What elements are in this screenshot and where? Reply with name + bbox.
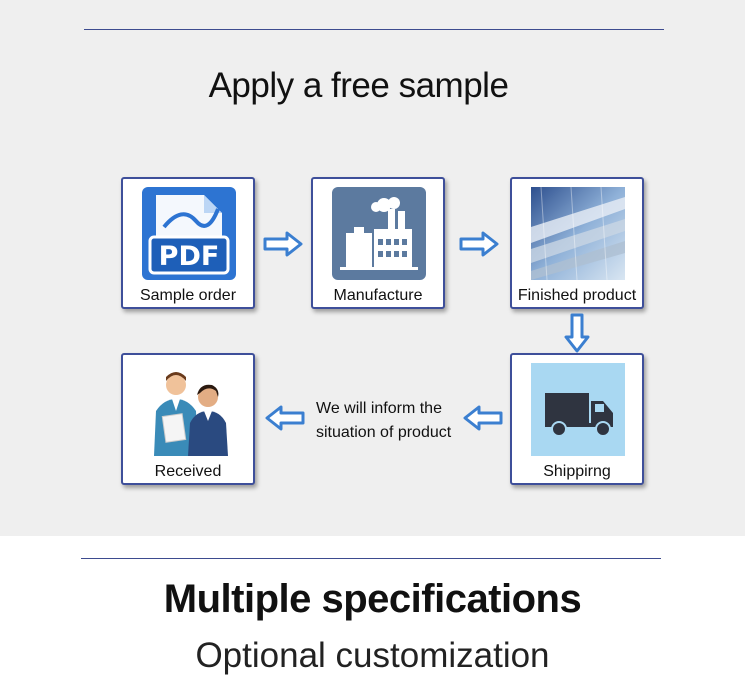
pdf-icon: PDF: [142, 187, 236, 280]
step-manufacture: Manufacture: [311, 177, 445, 309]
arrow-left-icon: [265, 405, 305, 431]
note-line: We will inform the: [316, 397, 451, 421]
factory-icon: [332, 187, 426, 280]
product-photo: [531, 187, 625, 280]
arrow-left-icon: [463, 405, 503, 431]
arrow-right-icon: [263, 231, 303, 257]
people-icon: [142, 363, 236, 456]
step-label: Manufacture: [313, 287, 443, 305]
truck-icon: [531, 363, 625, 456]
note-line: situation of product: [316, 421, 451, 445]
top-divider: [84, 29, 664, 30]
step-shipping: Shippirng: [510, 353, 644, 485]
page-title: Apply a free sample: [0, 66, 717, 106]
step-label: Sample order: [123, 287, 253, 305]
arrow-down-icon: [564, 313, 590, 353]
section-subheading: Optional customization: [0, 636, 745, 676]
step-finished-product: Finished product: [510, 177, 644, 309]
pdf-text: PDF: [142, 241, 236, 272]
step-received: Received: [121, 353, 255, 485]
arrow-right-icon: [459, 231, 499, 257]
step-sample-order: PDF Sample order: [121, 177, 255, 309]
step-label: Received: [123, 463, 253, 481]
bottom-divider: [81, 558, 661, 559]
section-heading: Multiple specifications: [0, 577, 745, 622]
status-note: We will inform the situation of product: [316, 397, 451, 445]
step-label: Shippirng: [512, 463, 642, 481]
step-label: Finished product: [512, 287, 642, 305]
